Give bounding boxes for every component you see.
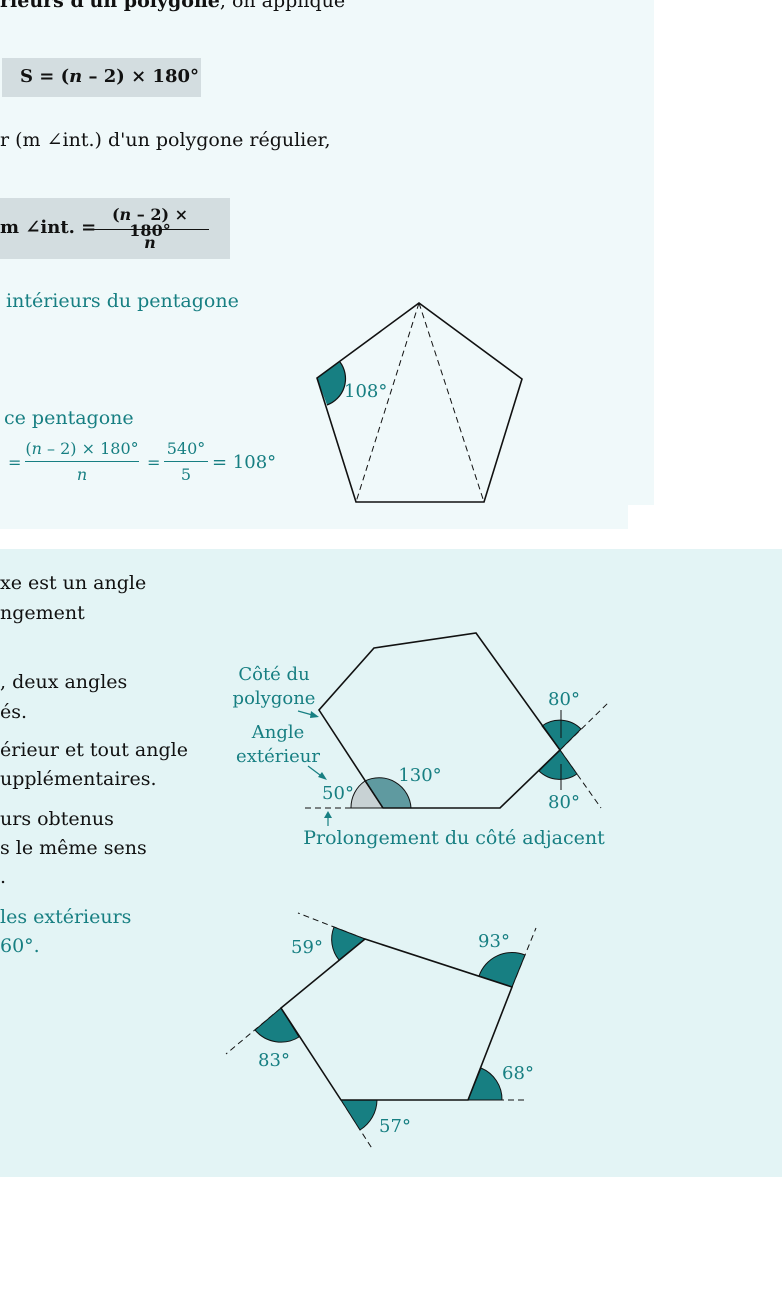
teal-line-2: 60°. <box>0 935 40 957</box>
text-line-1: xe est un angle <box>0 572 147 594</box>
example-den2: 5 <box>180 465 192 484</box>
label-93: 93° <box>478 931 510 952</box>
label-prolongement: Prolongement du côté adjacent <box>303 827 605 849</box>
diagonal-left <box>355 302 420 503</box>
example-eq2: = <box>147 453 161 472</box>
intro-bold: rieurs d'un polygone <box>0 0 220 12</box>
text-line-6: upplémentaires. <box>0 768 157 790</box>
pentagon-angle-label: 108° <box>344 381 387 402</box>
example-line1: intérieurs du pentagone <box>6 290 239 312</box>
text-line-5: érieur et tout angle <box>0 739 188 761</box>
label-57: 57° <box>379 1116 411 1137</box>
formula-sum-box <box>2 58 201 97</box>
formula-sum-b: – 2) × 180° <box>82 66 200 87</box>
label-68: 68° <box>502 1063 534 1084</box>
intro-rest: , on applique <box>219 0 346 12</box>
pentagon2-shape <box>279 938 514 1101</box>
arrow-prolongement-head <box>324 811 332 818</box>
angle-80-bottom-sector <box>538 749 578 780</box>
arrow-cote-head <box>310 711 319 718</box>
text-line-3: , deux angles <box>0 671 128 693</box>
text-line-2: ngement <box>0 602 85 624</box>
text-line-7: urs obtenus <box>0 808 114 830</box>
formula-interior-numerator: (n – 2) × 180° <box>90 207 210 239</box>
example-bar1 <box>25 461 139 463</box>
angle-93-sector <box>478 952 526 988</box>
example-eq1: = <box>8 453 22 472</box>
ex-num-n: n <box>31 439 42 458</box>
label-83: 83° <box>258 1050 290 1071</box>
label-50: 50° <box>322 783 354 804</box>
text-line-4: és. <box>0 701 28 723</box>
label-cote-1: Côté du <box>238 664 309 685</box>
formula-interior-box <box>0 198 230 259</box>
section-exterior-angles <box>0 549 782 1177</box>
angle-130-sector <box>364 777 412 809</box>
num-b: – 2) × 180° <box>129 205 189 240</box>
hexagon-diagram: Côté du polygone Angle extérieur 50° 130… <box>233 632 610 849</box>
example-result: = 108° <box>212 452 277 473</box>
hexagon-shape <box>317 632 562 809</box>
example-num2: 540° <box>166 439 206 458</box>
label-cote-2: polygone <box>233 688 316 709</box>
formula-interior-bar <box>91 229 209 231</box>
label-angle-2: extérieur <box>236 746 320 767</box>
formula-sum-a: S = ( <box>20 66 70 87</box>
text-line-8: s le même sens <box>0 837 147 859</box>
num-n: n <box>119 205 132 224</box>
pentagon-shape <box>316 302 523 503</box>
formula-interior-denominator: n <box>144 233 156 252</box>
ex-num-a: ( <box>25 439 32 458</box>
angle-83-sector <box>254 1007 300 1043</box>
pentagon-angle-sector <box>317 362 346 405</box>
formula-sum: S = (n – 2) × 180° <box>20 68 199 86</box>
label-80-top: 80° <box>548 689 580 710</box>
example-num1: (n – 2) × 180° <box>24 441 140 457</box>
pentagon-diagram: 108° <box>316 302 523 503</box>
teal-line-1: les extérieurs <box>0 906 132 928</box>
example-line2: ce pentagone <box>4 407 134 429</box>
label-angle-1: Angle <box>251 722 305 743</box>
example-den1: n <box>76 465 88 484</box>
formula-interior-lhs: m ∠int. = <box>0 217 97 238</box>
example-bar2 <box>164 461 208 463</box>
section-regular-polygon-tail <box>0 505 628 529</box>
pentagon2-diagram: 59° 93° 83° 68° 57° <box>225 912 537 1151</box>
diagonal-right <box>418 302 485 503</box>
ex-num-b: – 2) × 180° <box>41 439 139 458</box>
formula-sum-n: n <box>69 66 83 87</box>
angle-57-sector <box>340 1099 378 1131</box>
arrow-angle-head <box>318 772 327 780</box>
label-80-bottom: 80° <box>548 792 580 813</box>
label-59: 59° <box>291 937 323 958</box>
text-line-9: . <box>0 866 7 888</box>
measure-text: r (m ∠int.) d'un polygone régulier, <box>0 129 331 151</box>
intro-line: rieurs d'un polygone, on applique <box>0 0 345 11</box>
angle-68-sector <box>467 1067 503 1101</box>
pentagon-angle-arc <box>326 361 347 406</box>
label-130: 130° <box>398 765 441 786</box>
num-a: ( <box>111 205 120 224</box>
